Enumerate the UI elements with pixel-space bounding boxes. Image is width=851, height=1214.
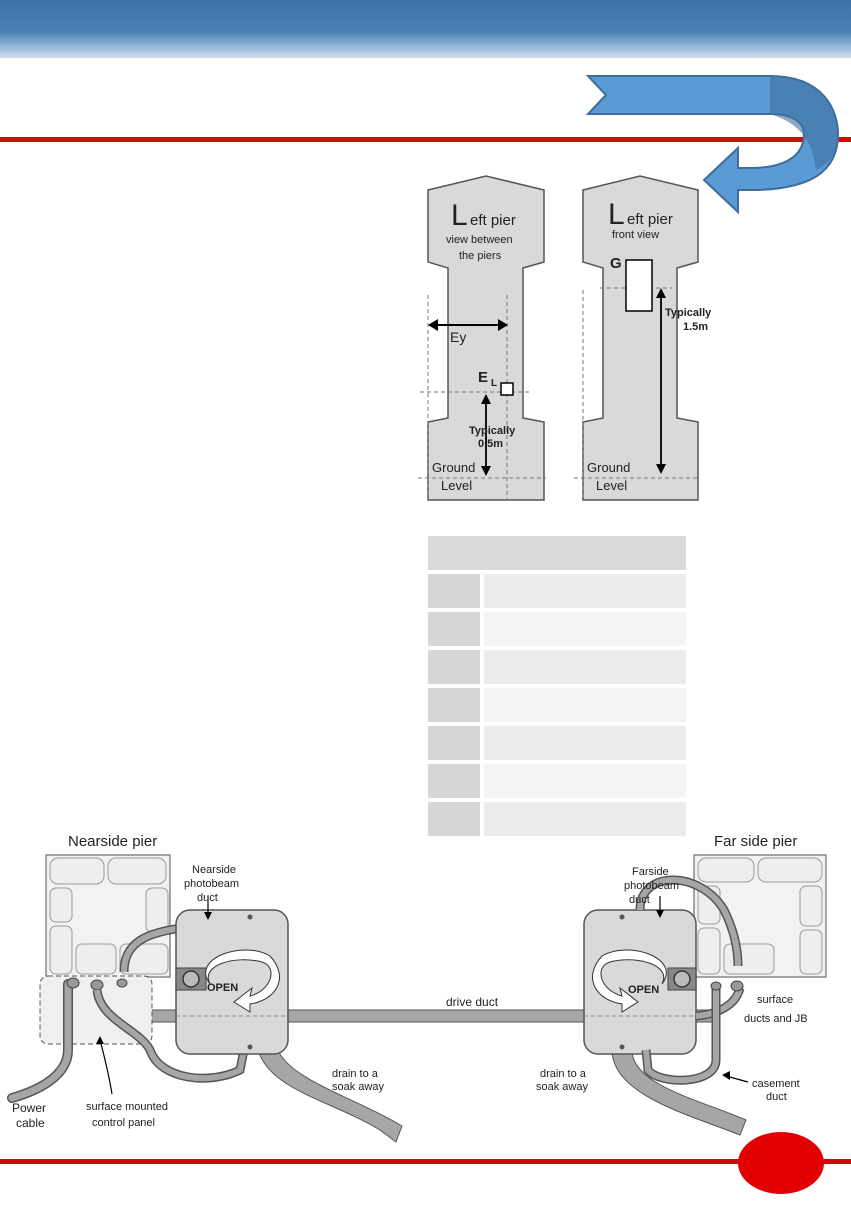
farside-photobeam-1: Farside: [632, 866, 669, 878]
table-row: [428, 650, 686, 684]
power-cable-1: Power: [12, 1101, 46, 1115]
farside-photobeam-2: photobeam: [624, 880, 679, 892]
far-side-pier-label: Far side pier: [714, 833, 797, 850]
footer-divider: [0, 1159, 851, 1164]
drain-right-2: soak away: [536, 1081, 588, 1093]
table-row: [428, 802, 686, 836]
surface-ducts-1: surface: [757, 994, 793, 1006]
front-typically: Typically: [665, 307, 712, 319]
g-label: G: [610, 255, 622, 272]
reference-table: [428, 536, 686, 836]
control-panel-1: surface mounted: [86, 1101, 168, 1113]
nearside-pier-label: Nearside pier: [68, 833, 157, 850]
table-header: [428, 536, 686, 570]
drain-left-2: soak away: [332, 1081, 384, 1093]
between-level-label: Level: [441, 478, 472, 493]
u-turn-arrow-icon: [585, 75, 840, 215]
table-row: [428, 574, 686, 608]
el-subscript: L: [491, 378, 497, 389]
front-typical-height: 1.5m: [683, 321, 708, 333]
table-row: [428, 688, 686, 722]
between-ground-label: Ground: [432, 460, 475, 475]
farside-photobeam-3: duct: [629, 894, 650, 906]
left-pier-between-view: L eft pier view between the piers Ey E L…: [418, 175, 546, 501]
front-level-label: Level: [596, 478, 627, 493]
ey-label: Ey: [450, 329, 466, 345]
left-pier-front-view: L eft pier front view G Typically 1.5m G…: [574, 175, 712, 501]
between-typical-height: 0.5m: [478, 438, 503, 450]
far-side-pier: [693, 854, 827, 978]
left-pier-between-title-initial: L: [451, 199, 468, 232]
drive-duct-label: drive duct: [446, 995, 499, 1009]
nearside-photobeam-3: duct: [197, 892, 218, 904]
installation-layout: OPEN OPEN Nearside pier Far side pier Ne…: [7, 833, 827, 1143]
table-row: [428, 764, 686, 798]
nearside-pier: [45, 854, 171, 978]
casement-duct-1: casement: [752, 1078, 800, 1090]
surface-ducts-2: ducts and JB: [744, 1013, 808, 1025]
power-cable-2: cable: [16, 1116, 45, 1130]
table-row: [428, 612, 686, 646]
left-pier-between-title: eft pier: [470, 212, 516, 229]
drain-right-1: drain to a: [540, 1068, 587, 1080]
nearside-photobeam-1: Nearside: [192, 864, 236, 876]
farside-open-label: OPEN: [628, 984, 659, 996]
nearside-photobeam-2: photobeam: [184, 878, 239, 890]
left-pier-front-title-initial: L: [608, 198, 625, 231]
table-row: [428, 726, 686, 760]
page-number-badge: [738, 1132, 824, 1194]
left-pier-front-subtitle: front view: [612, 229, 659, 241]
control-panel-2: control panel: [92, 1117, 155, 1129]
left-pier-front-title: eft pier: [627, 211, 673, 228]
el-label: E: [478, 369, 488, 386]
front-ground-label: Ground: [587, 460, 630, 475]
header-banner: [0, 0, 851, 58]
left-pier-between-subtitle-2: the piers: [459, 250, 502, 262]
nearside-open-label: OPEN: [207, 982, 238, 994]
left-pier-between-subtitle-1: view between: [446, 234, 513, 246]
between-typically: Typically: [469, 425, 516, 437]
header-divider: [0, 137, 851, 142]
drain-left-1: drain to a: [332, 1068, 379, 1080]
casement-duct-2: duct: [766, 1091, 787, 1103]
